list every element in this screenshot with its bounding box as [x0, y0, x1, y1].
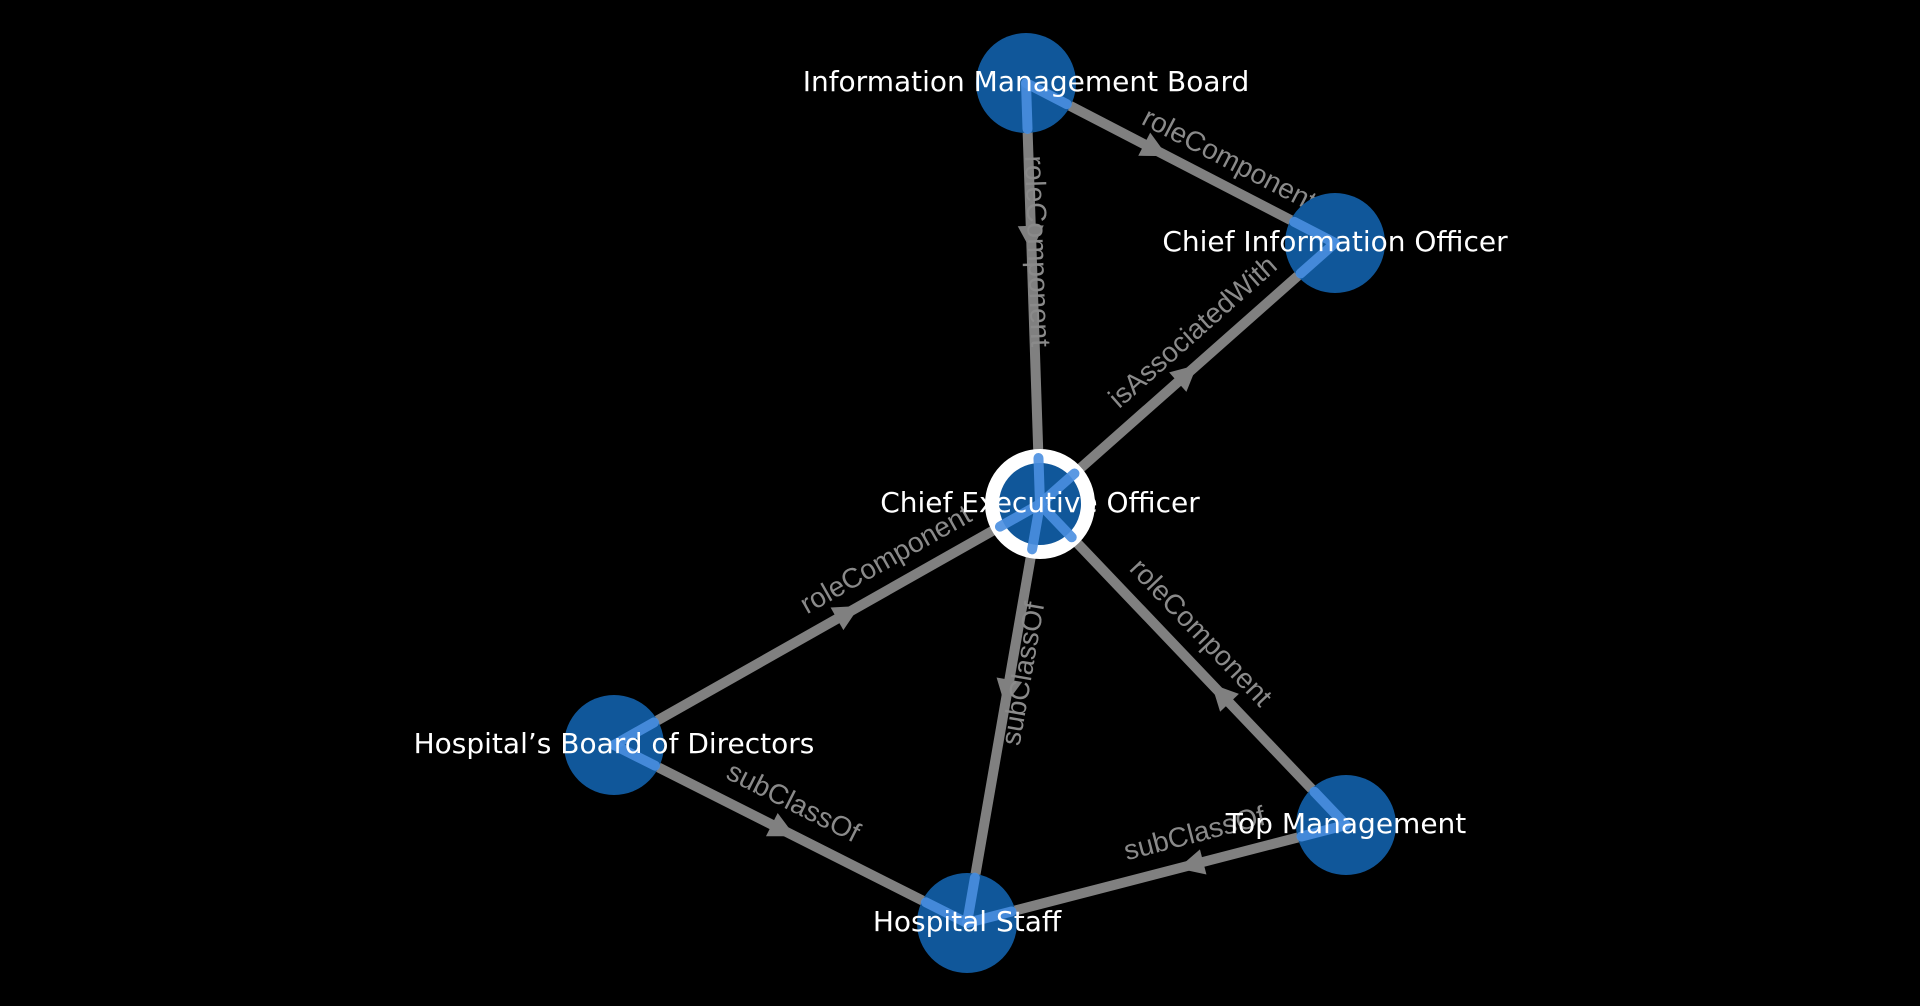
node-label-tm: Top Management	[1225, 807, 1467, 840]
edge-label-imb-ceo: roleComponent	[1019, 155, 1056, 348]
edge-label-tm-ceo: roleComponent	[1124, 552, 1279, 712]
edge-highlight-ceo-hs	[1027, 499, 1045, 555]
overlay-layer	[609, 78, 1351, 928]
node-label-hbd: Hospital’s Board of Directors	[414, 727, 815, 760]
edge-highlight-ceo-cio	[1295, 238, 1340, 279]
edge-highlight-hbd-hs	[920, 897, 972, 928]
edge-tm-hs[interactable]	[965, 820, 1348, 928]
node-label-imb: Information Management Board	[803, 65, 1250, 98]
edge-arrow-imb-ceo	[1017, 225, 1044, 252]
edge-highlight-imb-cio	[1289, 216, 1340, 248]
edge-arrow-ceo-hs	[996, 677, 1023, 706]
edge-highlight-tm-hs	[1296, 820, 1351, 842]
edge-highlight-ceo-hs	[962, 872, 980, 928]
edge-highlight-hbd-ceo	[994, 499, 1045, 532]
edge-imb-ceo[interactable]	[1021, 82, 1045, 505]
edge-tm-ceo[interactable]	[1036, 500, 1350, 829]
edge-highlight-imb-ceo	[1033, 453, 1045, 509]
edge-label-ceo-cio: isAssociatedWith	[1102, 249, 1282, 413]
node-label-cio: Chief Information Officer	[1162, 225, 1508, 258]
node-label-ceo: Chief Executive Officer	[880, 486, 1200, 519]
edge-highlight-ceo-cio	[1035, 468, 1080, 509]
edge-arrow-ceo-cio	[1169, 364, 1198, 392]
edge-highlight-hbd-hs	[609, 740, 661, 771]
edge-highlight-tm-ceo	[1035, 499, 1077, 543]
edges-layer	[611, 78, 1350, 928]
edge-arrow-hbd-ceo	[830, 606, 860, 631]
edge-highlight-imb-ceo	[1021, 78, 1033, 134]
node-label-hs: Hospital Staff	[873, 905, 1062, 938]
edge-label-ceo-hs: subClassOf	[995, 599, 1050, 747]
edge-arrow-tm-ceo	[1211, 683, 1239, 712]
edge-highlight-tm-ceo	[1309, 786, 1351, 830]
edge-ceo-hs[interactable]	[962, 503, 1045, 924]
edge-arrow-hbd-hs	[765, 812, 796, 837]
edge-arrow-imb-cio	[1138, 132, 1168, 157]
edge-highlight-tm-hs	[962, 906, 1017, 928]
edge-hbd-ceo[interactable]	[611, 499, 1043, 750]
edge-highlight-imb-cio	[1021, 78, 1072, 110]
edge-highlight-hbd-ceo	[609, 717, 660, 750]
edge-arrow-tm-hs	[1178, 849, 1207, 875]
edge-imb-cio[interactable]	[1023, 78, 1338, 248]
